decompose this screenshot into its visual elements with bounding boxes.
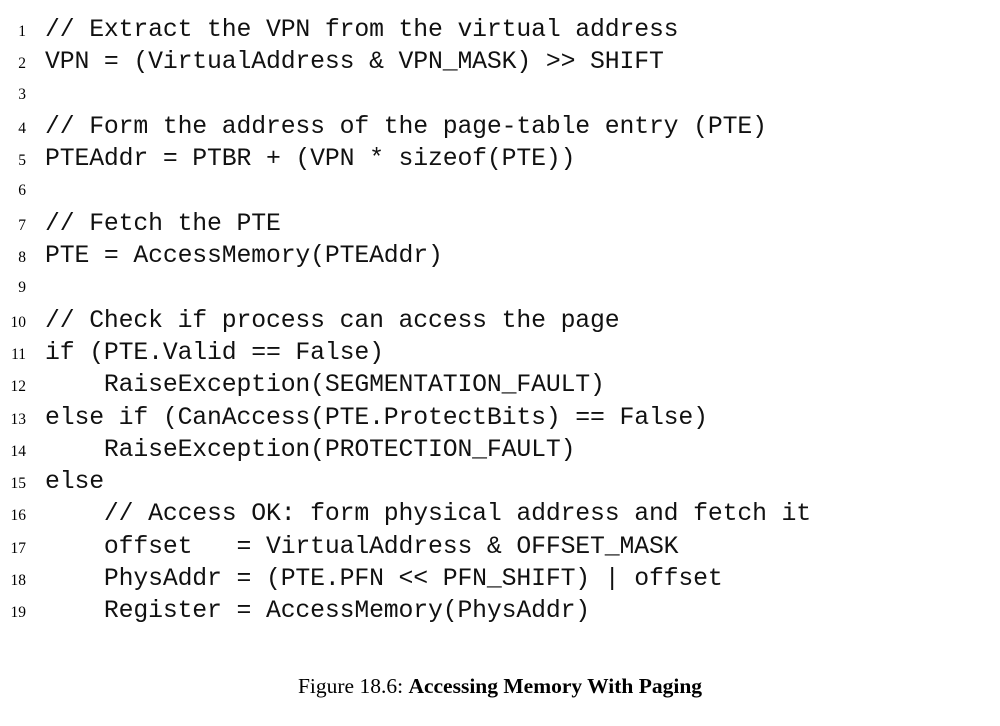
code-line-text: VPN = (VirtualAddress & VPN_MASK) >> SHI…: [45, 48, 664, 77]
code-line-number: 5: [18, 152, 26, 170]
code-line-number: 10: [10, 313, 27, 331]
code-line: 15 else: [0, 466, 1000, 498]
code-line-text: offset = VirtualAddress & OFFSET_MASK: [45, 532, 679, 561]
figure-caption-title: Accessing Memory With Paging: [408, 674, 703, 698]
code-line-text: PTEAddr = PTBR + (VPN * sizeof(PTE)): [45, 145, 576, 174]
code-line-text: if (PTE.Valid == False): [45, 338, 384, 367]
code-line: 14 RaiseException(PROTECTION_FAULT): [0, 434, 1000, 466]
code-line-number: 3: [18, 85, 26, 103]
code-line: 16 // Access OK: form physical address a…: [0, 498, 1000, 530]
code-line-text: Register = AccessMemory(PhysAddr): [45, 597, 591, 626]
figure-caption-number: Figure 18.6:: [297, 674, 404, 698]
code-line-text: RaiseException(PROTECTION_FAULT): [45, 435, 576, 464]
code-line: 1 // Extract the VPN from the virtual add…: [0, 14, 1000, 46]
code-line-text: RaiseException(SEGMENTATION_FAULT): [45, 371, 605, 400]
code-line-text: PTE = AccessMemory(PTEAddr): [45, 242, 443, 271]
code-line: 19 Register = AccessMemory(PhysAddr): [0, 595, 1000, 627]
code-line-number: 6: [18, 182, 26, 200]
figure-caption: Figure 18.6: Accessing Memory With Pagin…: [0, 672, 1000, 700]
code-line-number: 16: [10, 507, 27, 525]
code-line: 13 else if (CanAccess(PTE.ProtectBits) ==…: [0, 402, 1000, 434]
code-line-number: 7: [18, 216, 26, 234]
code-line: 10 // Check if process can access the pag…: [0, 305, 1000, 337]
code-line-number: 14: [10, 442, 27, 460]
code-line-number: 19: [10, 604, 27, 622]
code-line-text: else if (CanAccess(PTE.ProtectBits) == F…: [45, 403, 708, 432]
code-line-number: 12: [10, 378, 27, 396]
code-line-number: 11: [11, 345, 26, 363]
code-line-text: // Access OK: form physical address and …: [45, 500, 811, 529]
code-line: 8 PTE = AccessMemory(PTEAddr): [0, 240, 1000, 272]
code-line-text: else: [45, 468, 104, 497]
code-line: 3: [0, 79, 1000, 111]
code-line-number: 2: [18, 55, 26, 73]
code-line: 5 PTEAddr = PTBR + (VPN * sizeof(PTE)): [0, 143, 1000, 175]
code-line: 4 // Form the address of the page-table e…: [0, 111, 1000, 143]
code-line-text: // Fetch the PTE: [45, 209, 281, 238]
code-line: 2 VPN = (VirtualAddress & VPN_MASK) >> SH…: [0, 46, 1000, 78]
code-line: 17 offset = VirtualAddress & OFFSET_MASK: [0, 531, 1000, 563]
code-line-number: 15: [10, 475, 27, 493]
code-line-number: 1: [18, 23, 26, 40]
code-line-text: // Check if process can access the page: [45, 306, 620, 335]
code-line: 7 // Fetch the PTE: [0, 208, 1000, 240]
code-line-number: 13: [10, 410, 27, 428]
code-line: 6: [0, 175, 1000, 207]
code-line-number: 8: [18, 249, 26, 267]
code-line-number: 18: [10, 572, 27, 590]
code-line-text: // Extract the VPN from the virtual addr…: [45, 16, 679, 44]
code-line-number: 9: [18, 279, 26, 297]
code-line-number: 4: [18, 119, 26, 137]
code-line: 12 RaiseException(SEGMENTATION_FAULT): [0, 369, 1000, 401]
code-line-text: PhysAddr = (PTE.PFN << PFN_SHIFT) | offs…: [45, 565, 723, 594]
code-line-number: 17: [10, 539, 27, 557]
code-line-text: // Form the address of the page-table en…: [45, 112, 767, 141]
code-line: 9: [0, 272, 1000, 304]
code-line: 18 PhysAddr = (PTE.PFN << PFN_SHIFT) | o…: [0, 563, 1000, 595]
code-line: 11 if (PTE.Valid == False): [0, 337, 1000, 369]
code-listing: 1 // Extract the VPN from the virtual add…: [0, 14, 1000, 628]
